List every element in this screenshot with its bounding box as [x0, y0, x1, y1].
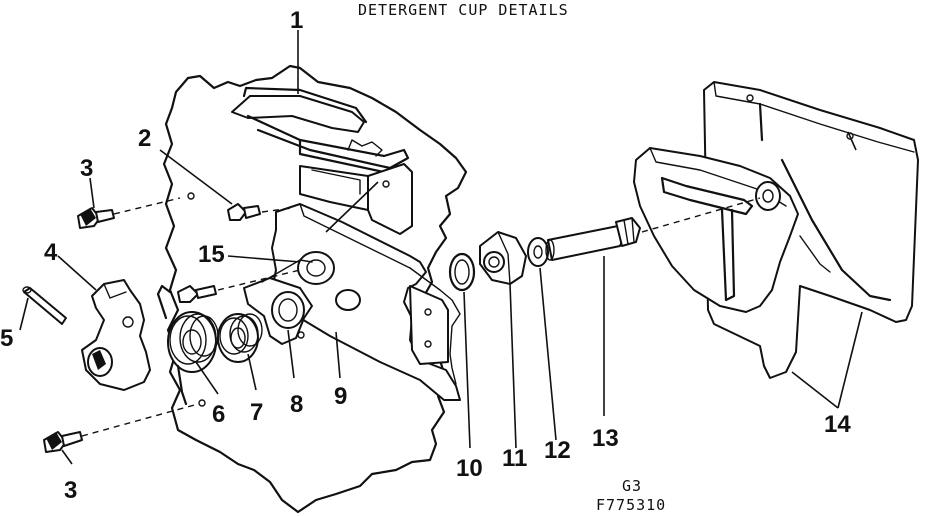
screw-2: [227, 203, 261, 221]
callout-8: 8: [290, 391, 303, 418]
washer: [527, 237, 549, 267]
callout-13: 13: [592, 425, 619, 452]
callout-9: 9: [334, 383, 347, 410]
hex-bushing: [479, 231, 527, 285]
callout-14: 14: [824, 411, 851, 438]
large-spring: [156, 284, 219, 406]
latch-lever: [81, 279, 151, 391]
callout-3-lower: 3: [64, 477, 77, 504]
pin: [22, 286, 67, 325]
assembly-lines: [81, 181, 761, 437]
callout-2: 2: [138, 125, 151, 152]
screw-lower: [43, 431, 83, 453]
detergent-cup: [633, 81, 919, 379]
screw-15: [177, 285, 217, 303]
callout-6: 6: [212, 401, 225, 428]
callout-10: 10: [456, 455, 483, 482]
leader-lines: [19, 30, 863, 465]
callout-7: 7: [250, 399, 263, 426]
door-panel: [162, 64, 468, 514]
small-spring: [217, 313, 263, 363]
callout-11: 11: [502, 445, 527, 472]
callout-1: 1: [290, 7, 303, 34]
lid-latch-housing: [231, 86, 413, 235]
figure-code-line2: F775310: [596, 496, 666, 514]
shaft: [545, 217, 641, 261]
callout-15: 15: [198, 241, 225, 268]
callout-4: 4: [44, 239, 58, 266]
o-ring: [448, 252, 476, 292]
callout-5: 5: [0, 325, 13, 352]
figure-code-line1: G3: [622, 477, 642, 495]
screw-upper: [77, 207, 115, 229]
diagram-title: DETERGENT CUP DETAILS: [358, 1, 569, 19]
callout-12: 12: [544, 437, 571, 464]
bearing-housing: [243, 259, 313, 345]
callout-labels: 1 2 3 4 5 15 6 7 8 9 10 11 12 13 14 3: [0, 7, 851, 504]
callout-3-upper: 3: [80, 155, 93, 182]
